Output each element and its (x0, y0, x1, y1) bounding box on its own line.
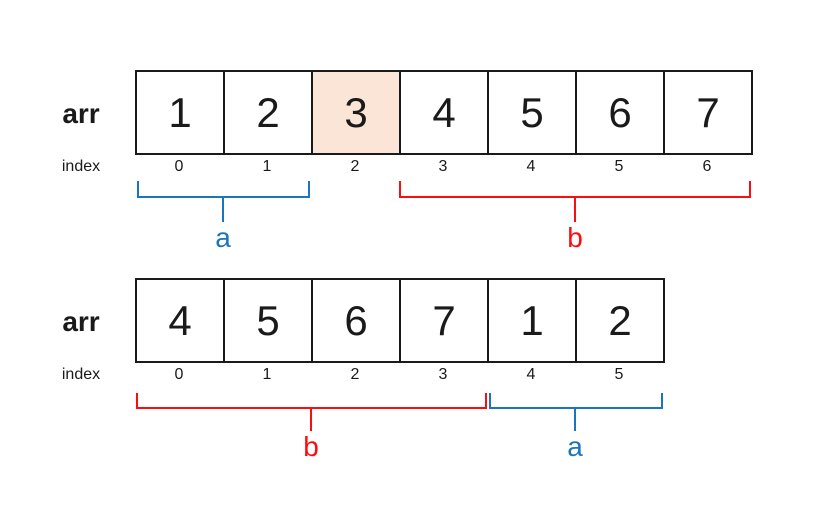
index-value: 4 (526, 366, 536, 383)
index-caption: index (61, 366, 101, 383)
array-cell: 4 (399, 70, 489, 155)
array-cell: 6 (311, 278, 401, 363)
bracket-b-label: b (567, 222, 583, 253)
bracket-a-stem (574, 407, 576, 431)
bracket-a (489, 393, 663, 409)
index-value: 0 (174, 366, 184, 383)
index-value: 3 (438, 158, 448, 175)
array-cell: 4 (135, 278, 225, 363)
array-cell: 5 (223, 278, 313, 363)
array-cell-highlighted: 3 (311, 70, 401, 155)
index-value: 1 (262, 366, 272, 383)
array-name-label: arr (62, 98, 100, 129)
array-cell: 7 (399, 278, 489, 363)
array-cell: 1 (487, 278, 577, 363)
array-cell: 6 (575, 70, 665, 155)
index-value: 5 (614, 158, 624, 175)
index-value: 0 (174, 158, 184, 175)
index-value: 3 (438, 366, 448, 383)
bracket-a-label: a (215, 222, 231, 253)
index-caption: index (61, 158, 101, 175)
bracket-a-label: a (567, 431, 583, 462)
index-value: 4 (526, 158, 536, 175)
array-cell: 2 (575, 278, 665, 363)
index-row: 0 1 2 3 4 5 (135, 366, 663, 384)
index-value: 1 (262, 158, 272, 175)
array-cell: 7 (663, 70, 753, 155)
array-cells-row: 4 5 6 7 1 2 (135, 278, 665, 363)
array-cell: 5 (487, 70, 577, 155)
index-value: 2 (350, 158, 360, 175)
bracket-b-stem (310, 407, 312, 431)
array-cell: 2 (223, 70, 313, 155)
index-value: 6 (702, 158, 712, 175)
index-value: 5 (614, 366, 624, 383)
index-value: 2 (350, 366, 360, 383)
bracket-a-stem (222, 196, 224, 222)
bracket-b-label: b (303, 431, 319, 462)
array-cell: 1 (135, 70, 225, 155)
index-row: 0 1 2 3 4 5 6 (135, 158, 751, 176)
array-name-label: arr (62, 306, 100, 337)
bracket-b-stem (574, 196, 576, 222)
array-cells-row: 1 2 3 4 5 6 7 (135, 70, 753, 155)
